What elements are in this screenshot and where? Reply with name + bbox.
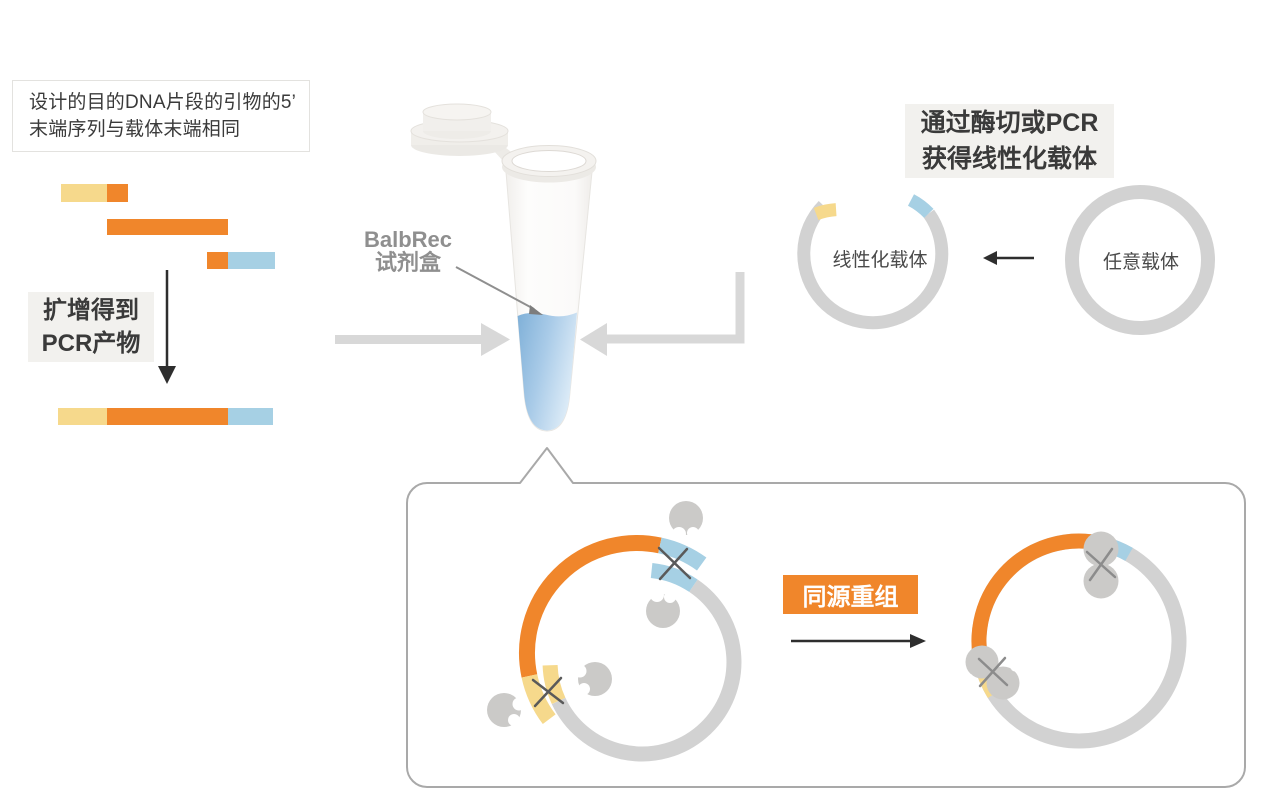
vector-note-line1: 通过酶切或PCR (920, 109, 1099, 137)
primer-design-note: 设计的目的DNA片段的引物的5’ 末端序列与载体末端相同 (12, 80, 310, 152)
amplify-step-label: 扩增得到 PCR产物 (28, 292, 154, 362)
recombine-arrow (791, 634, 926, 648)
homology-arm-segment (61, 184, 107, 202)
tube-liquid (517, 312, 577, 431)
linearized-vector-label: 线性化载体 (832, 250, 928, 271)
result-panel-callout (406, 447, 1246, 788)
enzyme-blob (1079, 531, 1123, 599)
enzyme-blob (646, 588, 680, 628)
crossover-mark (531, 676, 565, 708)
enzyme-blobs (487, 501, 703, 727)
reverse-primer-fragment (207, 252, 275, 269)
recombination-label: 同源重组 (802, 584, 899, 611)
target-dna-segment (107, 408, 228, 425)
crossover-mark (1085, 547, 1117, 582)
primer-segment (207, 252, 228, 269)
amplify-arrow (158, 270, 176, 384)
derive-arrow (983, 251, 1034, 265)
crossover-mark (977, 656, 1009, 688)
any-vector-label: 任意载体 (1102, 252, 1179, 273)
forward-primer-fragment (61, 184, 128, 202)
pcr-tube (410, 103, 597, 432)
homology-arm-segment (228, 408, 273, 425)
vector-note-line2: 获得线性化载体 (921, 145, 1097, 173)
amplify-line1: 扩增得到 (43, 297, 139, 324)
primer-segment (107, 184, 128, 202)
insert-vector-pair (487, 501, 742, 762)
primer-design-note-line1: 设计的目的DNA片段的引物的5’ (29, 92, 297, 113)
homology-arm-segment (228, 252, 275, 269)
recombined-plasmid (964, 531, 1187, 749)
left-input-arrow (335, 323, 510, 356)
homology-arm-segment (58, 408, 107, 425)
kit-pointer-arrow (455, 266, 543, 315)
linearized-vector-ring (797, 194, 949, 330)
vector-preparation-note: 通过酶切或PCR 获得线性化载体 (905, 104, 1114, 178)
pcr-product-bar (58, 408, 273, 425)
crossover-mark (657, 546, 692, 581)
kit-type: 试剂盒 (374, 250, 441, 275)
primer-design-note-line2: 末端序列与载体末端相同 (29, 119, 241, 140)
kit-label: BalbRec 试剂盒 (350, 228, 466, 274)
enzyme-blob (573, 662, 612, 696)
tube-cap (410, 103, 519, 162)
amplify-line2: PCR产物 (41, 330, 141, 357)
tube-rim (501, 145, 597, 183)
any-vector-ring (1065, 185, 1215, 335)
kit-name: BalbRec (363, 227, 453, 252)
enzyme-blob (487, 693, 526, 727)
enzyme-blob (669, 501, 703, 541)
recombination-step-badge: 同源重组 (783, 575, 918, 614)
right-input-arrow (580, 272, 745, 356)
target-dna-segment (107, 219, 228, 235)
template-fragment (107, 219, 228, 235)
